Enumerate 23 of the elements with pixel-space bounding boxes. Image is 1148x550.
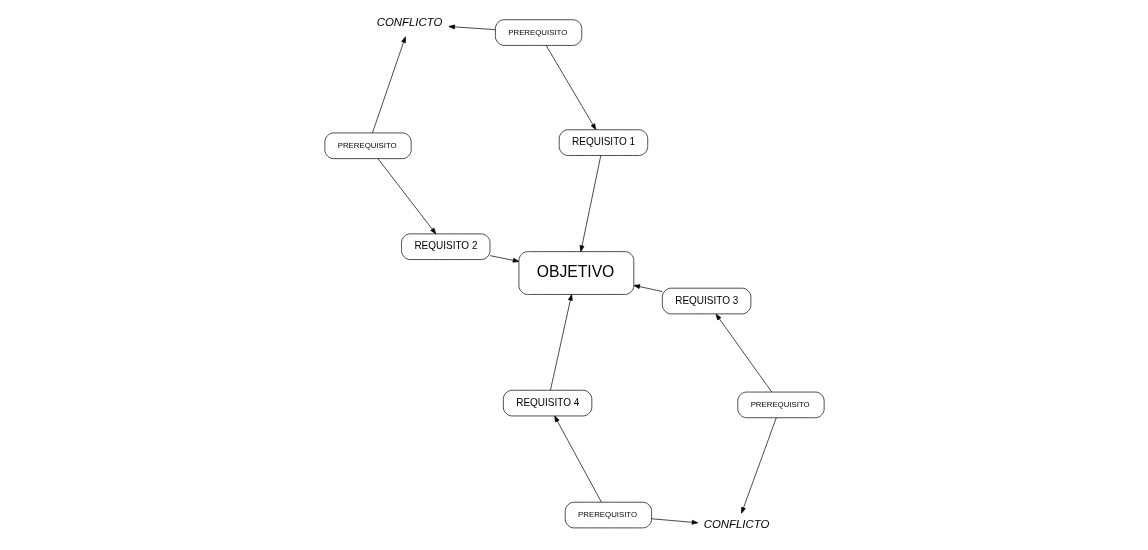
node-box: PREREQUISITO: [564, 501, 652, 529]
arrow: [650, 518, 698, 525]
node-box: PREREQUISITO: [324, 132, 412, 159]
arrow: [371, 36, 406, 134]
arrow: [377, 158, 436, 235]
arrow: [549, 294, 573, 391]
node-box: OBJETIVO: [518, 251, 634, 295]
node-box: REQUISITO 4: [502, 389, 592, 417]
arrow: [545, 45, 596, 130]
node-box: PREREQUISITO: [736, 391, 824, 419]
arrow: [553, 415, 602, 503]
arrow: [633, 284, 663, 292]
arrow: [715, 313, 772, 393]
node-box: PREREQUISITO: [494, 19, 582, 46]
node-text: CONFLICTO: [703, 518, 769, 531]
arrow: [448, 24, 496, 30]
arrow: [489, 255, 519, 263]
node-text: CONFLICTO: [376, 15, 442, 28]
node-box: REQUISITO 1: [558, 129, 648, 156]
node-box: REQUISITO 2: [400, 233, 490, 260]
arrow: [740, 417, 777, 514]
arrow: [579, 155, 601, 252]
node-box: REQUISITO 3: [661, 287, 751, 315]
